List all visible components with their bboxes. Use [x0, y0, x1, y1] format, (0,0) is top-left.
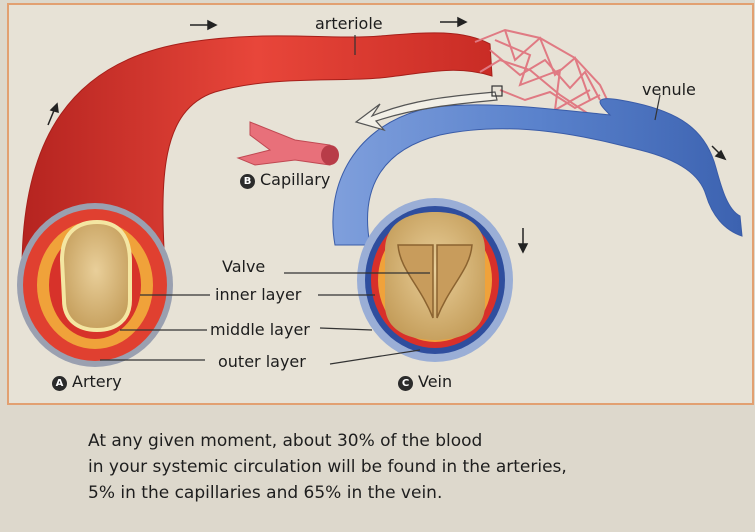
- label-artery-text: Artery: [72, 372, 122, 391]
- label-inner-layer: inner layer: [215, 285, 301, 304]
- caption-line: 5% in the capillaries and 65% in the vei…: [88, 480, 728, 506]
- caption-line: in your systemic circulation will be fou…: [88, 454, 728, 480]
- label-outer-layer: outer layer: [218, 352, 306, 371]
- label-venule: venule: [642, 80, 696, 99]
- label-artery: A Artery: [52, 372, 122, 391]
- label-capillary: B Capillary: [240, 170, 330, 189]
- artery-cross-section: [17, 203, 173, 367]
- caption: At any given moment, about 30% of the bl…: [88, 428, 728, 506]
- label-vein: C Vein: [398, 372, 452, 391]
- label-vein-text: Vein: [418, 372, 452, 391]
- caption-line: At any given moment, about 30% of the bl…: [88, 428, 728, 454]
- label-arteriole: arteriole: [315, 14, 383, 33]
- label-capillary-text: Capillary: [260, 170, 330, 189]
- label-middle-layer: middle layer: [210, 320, 310, 339]
- badge-vein: C: [398, 376, 413, 391]
- vein-cross-section: [357, 198, 513, 362]
- label-valve: Valve: [222, 257, 265, 276]
- badge-capillary: B: [240, 174, 255, 189]
- badge-artery: A: [52, 376, 67, 391]
